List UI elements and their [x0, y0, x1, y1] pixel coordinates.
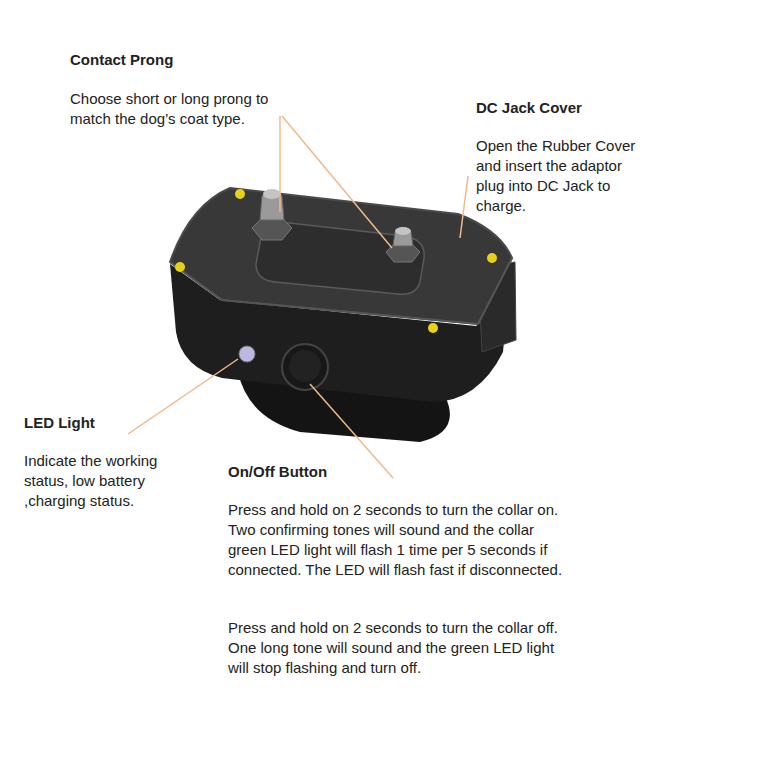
part-note: Indicate the working status, low battery…	[24, 451, 176, 511]
part-note: Choose short or long prong to match the …	[70, 89, 302, 129]
part-name: On/Off Button	[228, 462, 478, 482]
part-name: LED Light	[24, 413, 174, 433]
part-note: Press and hold on 2 seconds to turn the …	[228, 500, 573, 580]
part-note: Press and hold on 2 seconds to turn the …	[228, 618, 573, 678]
part-note: Open the Rubber Cover and insert the ada…	[476, 136, 646, 216]
part-name: DC Jack Cover	[476, 98, 676, 118]
leader-lines	[128, 116, 468, 478]
part-name: Contact Prong	[70, 50, 330, 70]
